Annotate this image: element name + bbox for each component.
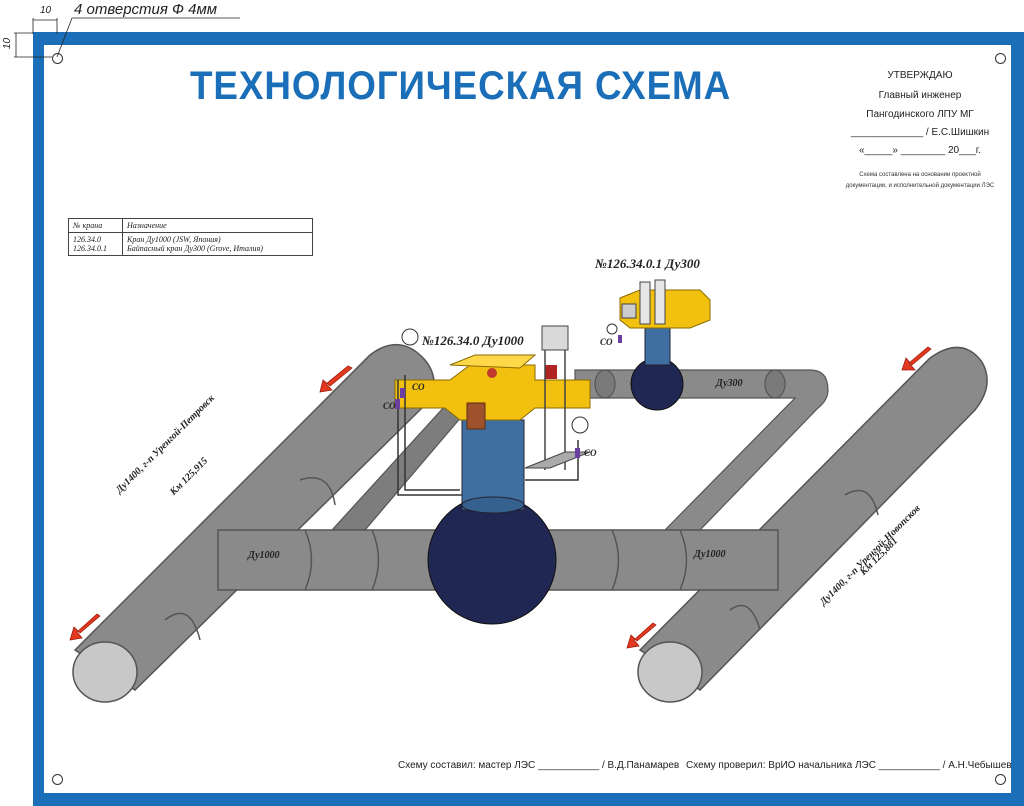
flow-arrow bbox=[626, 622, 657, 649]
flow-arrow bbox=[319, 365, 353, 393]
legend-valve-number: 126.34.0.1 bbox=[73, 244, 107, 253]
pipe-du1000-label: Ду1000 bbox=[248, 550, 280, 561]
approval-date: «_____» ________ 20___г. bbox=[859, 145, 981, 156]
legend-cell: Кран Ду1000 (JSW, Япония) Байпасный кран… bbox=[123, 233, 313, 256]
legend-cell: 126.34.0 126.34.0.1 bbox=[68, 232, 123, 256]
approval-signature: _____________ / Е.С.Шишкин bbox=[850, 127, 990, 138]
legend-header-cell: Назначение bbox=[122, 218, 313, 233]
mounting-hole bbox=[52, 53, 63, 64]
co-label: СО bbox=[584, 448, 597, 458]
holes-note: 4 отверстия Ф 4мм bbox=[74, 1, 218, 18]
left-main-pipe-du1400 bbox=[72, 343, 435, 703]
page-title: ТЕХНОЛОГИЧЕСКАЯ СХЕМА bbox=[190, 64, 732, 108]
valve-legend-table: № крана Назначение 126.34.0 126.34.0.1 К… bbox=[68, 218, 313, 256]
approval-note: Схема составлена на основании проектной bbox=[859, 172, 981, 178]
co-label: СО bbox=[383, 401, 396, 411]
legend-valve-purpose: Байпасный кран Ду300 (Grove, Италия) bbox=[127, 244, 263, 253]
legend-header: № крана Назначение bbox=[68, 218, 313, 233]
flow-arrows bbox=[69, 346, 932, 649]
bypass-valve-126-34-0-1 bbox=[606, 279, 711, 411]
checked-by-signature: Схему проверил: ВрИО начальника ЛЭС ____… bbox=[686, 760, 1012, 771]
scheme-panel bbox=[44, 45, 1011, 793]
width-mark: 10 bbox=[40, 5, 52, 16]
legend-header-cell: № крана bbox=[68, 218, 123, 233]
main-valve-126-34-0 bbox=[394, 325, 591, 625]
pipe-du1000-label: Ду1000 bbox=[694, 549, 726, 560]
flow-arrow bbox=[901, 346, 932, 371]
mounting-hole bbox=[995, 53, 1006, 64]
legend-row: 126.34.0 126.34.0.1 Кран Ду1000 (JSW, Яп… bbox=[68, 232, 313, 256]
approval-line: Пангодинского ЛПУ МГ bbox=[866, 109, 974, 120]
bypass-valve-label: №126.34.0.1 Ду300 bbox=[595, 256, 700, 271]
legend-valve-purpose: Кран Ду1000 (JSW, Япония) bbox=[127, 235, 221, 244]
approval-line: УТВЕРЖДАЮ bbox=[887, 70, 953, 81]
co-label: СО bbox=[600, 337, 613, 347]
mounting-hole bbox=[995, 774, 1006, 785]
co-label: СО bbox=[412, 382, 425, 392]
composed-by-signature: Схему составил: мастер ЛЭС ___________ /… bbox=[398, 760, 680, 771]
approval-note: документации, и исполнительной документа… bbox=[845, 183, 995, 189]
mounting-hole bbox=[52, 774, 63, 785]
flow-arrow bbox=[69, 613, 101, 641]
right-main-pipe-du1400 bbox=[637, 346, 988, 703]
bypass-pipe-du300 bbox=[574, 369, 829, 531]
pipe-du300-label: Ду300 bbox=[716, 378, 743, 389]
main-valve-label: №126.34.0 Ду1000 bbox=[422, 333, 524, 348]
approval-line: Главный инженер bbox=[878, 90, 962, 101]
legend-valve-number: 126.34.0 bbox=[73, 235, 101, 244]
